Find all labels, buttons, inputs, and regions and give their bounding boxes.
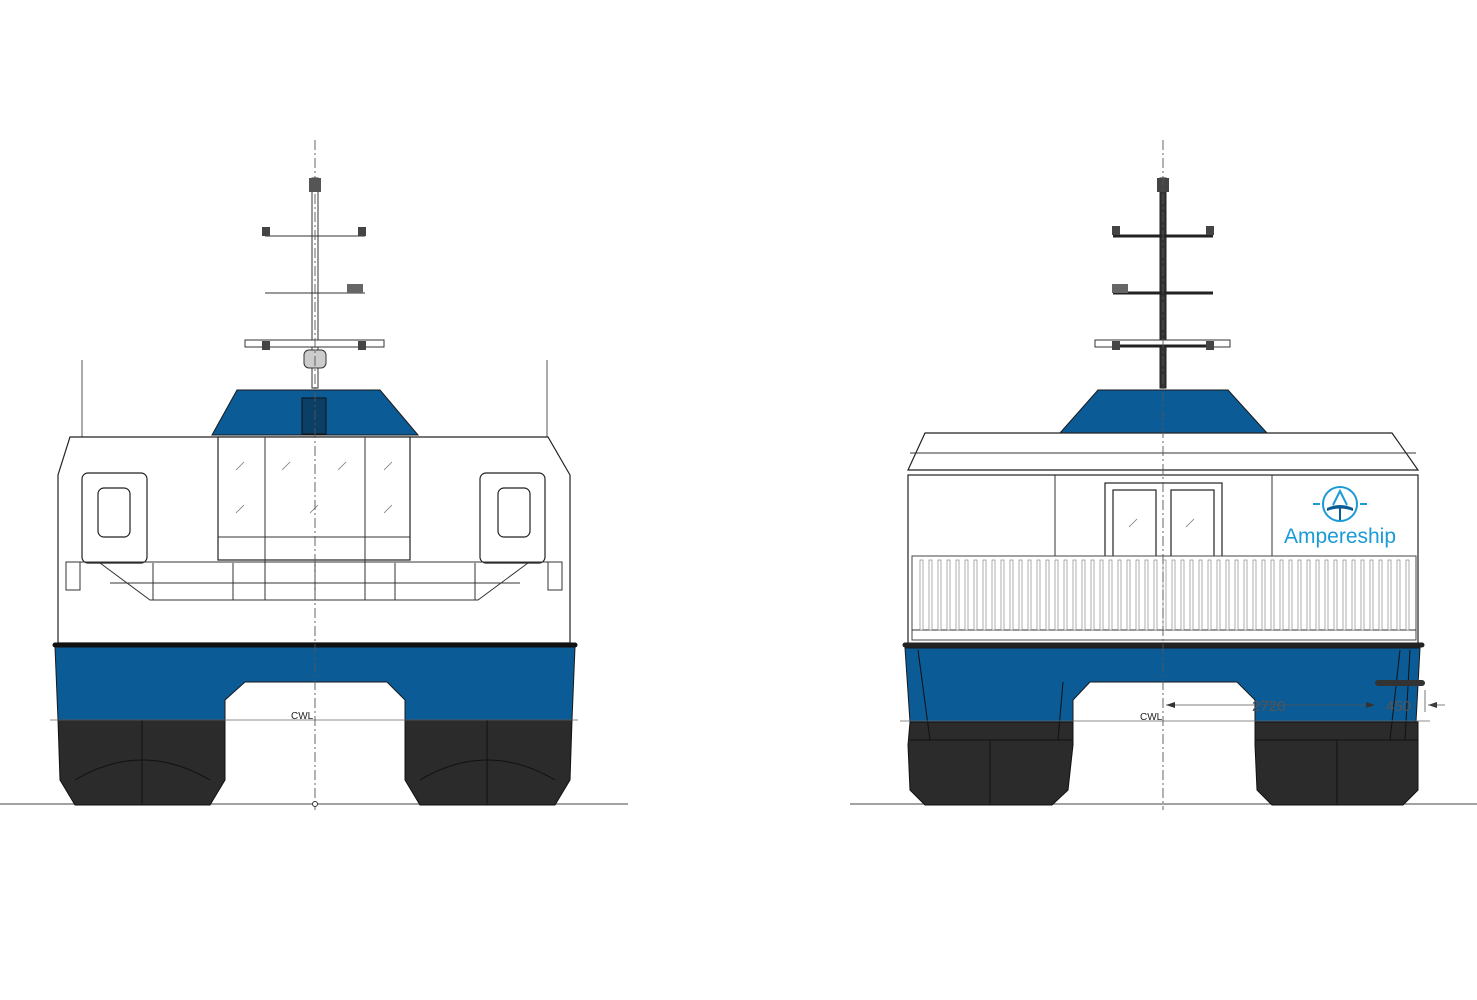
railing-baluster bbox=[1207, 559, 1212, 631]
railing-baluster bbox=[1036, 559, 1041, 631]
railing-baluster bbox=[1189, 559, 1194, 631]
railing-baluster bbox=[1378, 559, 1383, 631]
mast-light-icon bbox=[1112, 226, 1120, 235]
railing-baluster bbox=[1198, 559, 1203, 631]
railing-baluster bbox=[1081, 559, 1086, 631]
rear-door-left bbox=[1112, 489, 1157, 558]
railing-baluster bbox=[1279, 559, 1284, 631]
railing-baluster bbox=[1045, 559, 1050, 631]
radar-icon bbox=[347, 284, 363, 293]
railing-baluster bbox=[1135, 559, 1140, 631]
ampereship-logo: Ampereship bbox=[1284, 486, 1396, 548]
railing-baluster bbox=[1144, 559, 1149, 631]
railing-baluster bbox=[1171, 559, 1176, 631]
railing-baluster bbox=[1369, 559, 1374, 631]
svg-text:Ampereship: Ampereship bbox=[1284, 525, 1396, 548]
mast-light-icon bbox=[358, 227, 366, 236]
rear-door-right bbox=[1170, 489, 1215, 558]
railing-baluster bbox=[1315, 559, 1320, 631]
railing-baluster bbox=[1405, 559, 1410, 631]
dimension-450: 450 bbox=[1386, 698, 1411, 715]
railing-baluster bbox=[964, 559, 969, 631]
pontoon-right bbox=[404, 719, 573, 806]
railing-baluster bbox=[982, 559, 987, 631]
railing-baluster bbox=[1252, 559, 1257, 631]
railing-baluster bbox=[1225, 559, 1230, 631]
railing-baluster bbox=[1396, 559, 1401, 631]
railing-baluster bbox=[1000, 559, 1005, 631]
mast-light-icon bbox=[262, 341, 270, 350]
wheelhouse-roof bbox=[1058, 389, 1269, 434]
mast-light-icon bbox=[1112, 341, 1120, 350]
railing-baluster bbox=[1180, 559, 1185, 631]
railing-baluster bbox=[1306, 559, 1311, 631]
dimension-2720: 2720 bbox=[1252, 698, 1285, 715]
railing-baluster bbox=[973, 559, 978, 631]
railing-baluster bbox=[1027, 559, 1032, 631]
railing-baluster bbox=[1387, 559, 1392, 631]
railing-baluster bbox=[1072, 559, 1077, 631]
railing-baluster bbox=[1243, 559, 1248, 631]
railing-baluster bbox=[1153, 559, 1158, 631]
mast-light-icon bbox=[1206, 226, 1214, 235]
front-railing bbox=[65, 561, 563, 601]
railing-baluster bbox=[1126, 559, 1131, 631]
railing-baluster bbox=[1216, 559, 1221, 631]
railing-baluster bbox=[1090, 559, 1095, 631]
railing-baluster bbox=[1018, 559, 1023, 631]
waterline-label: CWL bbox=[1140, 712, 1163, 723]
dimension-lines: 2720 450 bbox=[1166, 690, 1445, 715]
radar-icon bbox=[1112, 284, 1128, 293]
railing-baluster bbox=[1234, 559, 1239, 631]
railing-baluster bbox=[1297, 559, 1302, 631]
railing-baluster bbox=[937, 559, 942, 631]
railing-baluster bbox=[1288, 559, 1293, 631]
railing-baluster bbox=[1324, 559, 1329, 631]
mast-light-icon bbox=[1206, 341, 1214, 350]
hull bbox=[904, 647, 1421, 723]
railing-baluster bbox=[955, 559, 960, 631]
railing-baluster bbox=[919, 559, 924, 631]
waterline-label: CWL bbox=[291, 711, 314, 722]
railing-baluster bbox=[991, 559, 996, 631]
railing-baluster bbox=[1108, 559, 1113, 631]
railing-baluster bbox=[1333, 559, 1338, 631]
mast-light-icon bbox=[262, 227, 270, 236]
railing-baluster bbox=[1054, 559, 1059, 631]
fender bbox=[1375, 680, 1425, 686]
mast-light-icon bbox=[358, 341, 366, 350]
railing-baluster bbox=[1117, 559, 1122, 631]
railing-baluster bbox=[1351, 559, 1356, 631]
front-view: CWL bbox=[0, 140, 628, 810]
railing-baluster bbox=[1099, 559, 1104, 631]
railing-baluster bbox=[1270, 559, 1275, 631]
mast bbox=[1094, 177, 1231, 389]
railing-baluster bbox=[1360, 559, 1365, 631]
railing-baluster bbox=[928, 559, 933, 631]
railing-baluster bbox=[1342, 559, 1347, 631]
railing-baluster bbox=[1063, 559, 1068, 631]
railing-baluster bbox=[1261, 559, 1266, 631]
railing-baluster bbox=[1009, 559, 1014, 631]
mast bbox=[244, 177, 385, 389]
rear-railing bbox=[911, 555, 1417, 641]
railing-baluster bbox=[946, 559, 951, 631]
rear-view: Ampereship CWL 2720 450 bbox=[850, 140, 1477, 810]
